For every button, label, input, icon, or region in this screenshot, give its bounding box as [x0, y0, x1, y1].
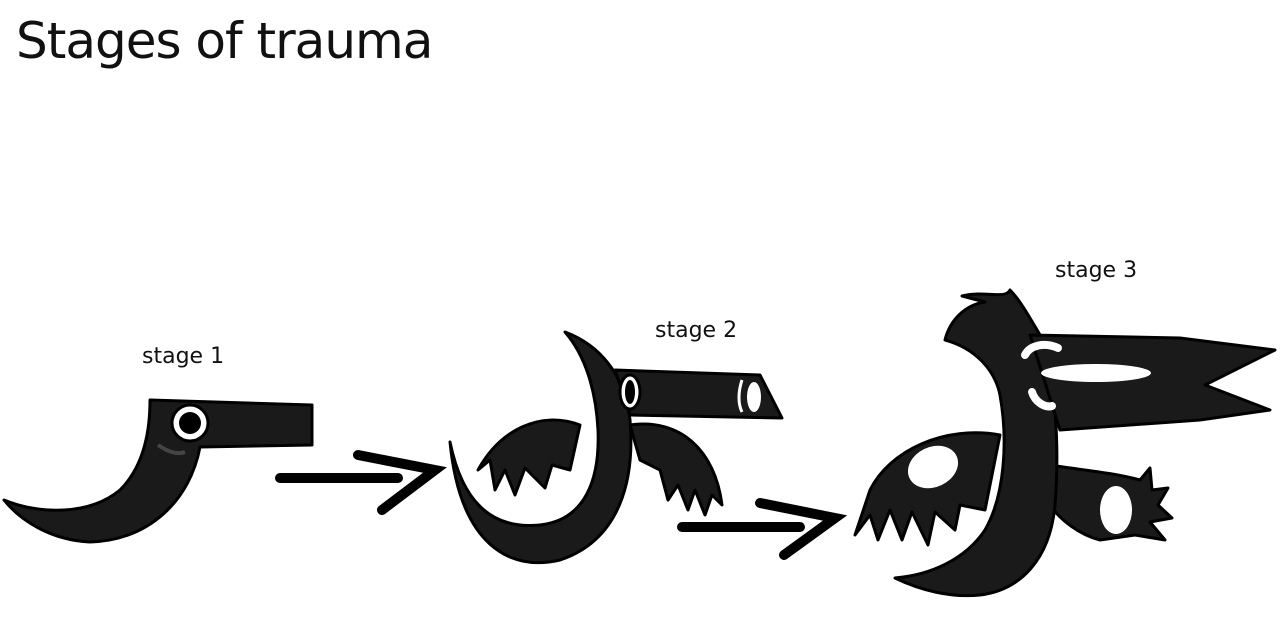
stage-1-creature [2, 398, 314, 544]
stage-2-label: stage 2 [655, 318, 738, 343]
stage-1-body [2, 398, 314, 544]
stage-1-label: stage 1 [142, 344, 225, 369]
stage-2-mouth-line [737, 379, 744, 413]
stage-3-left-wing-spot [907, 445, 959, 489]
stage-3-highlight-2 [1028, 388, 1056, 411]
arrow-2 [677, 498, 848, 560]
stage-2-mouth-highlight [747, 382, 761, 412]
stage-3-left-wing [853, 431, 1002, 547]
stage-3-creature [853, 288, 1277, 598]
stage-3-eye-highlight [1041, 364, 1151, 382]
stage-3-right-wing-spot [1100, 486, 1132, 534]
stage-1-pupil [179, 412, 201, 434]
stage-2-creature [448, 330, 784, 565]
stage-2-body [448, 330, 633, 565]
stage-3-body [893, 288, 1059, 598]
stage-2-left-wing [476, 418, 582, 497]
stage-1-cheek [156, 443, 186, 456]
page-title: Stages of trauma [16, 12, 433, 70]
arrow-1 [275, 450, 447, 515]
stage-2-pupil [625, 380, 635, 404]
stage-3-highlight-1 [1021, 340, 1062, 359]
stage-2-right-wing [628, 422, 724, 517]
stage-3-head [1028, 333, 1277, 432]
stage-3-label: stage 3 [1055, 258, 1138, 283]
